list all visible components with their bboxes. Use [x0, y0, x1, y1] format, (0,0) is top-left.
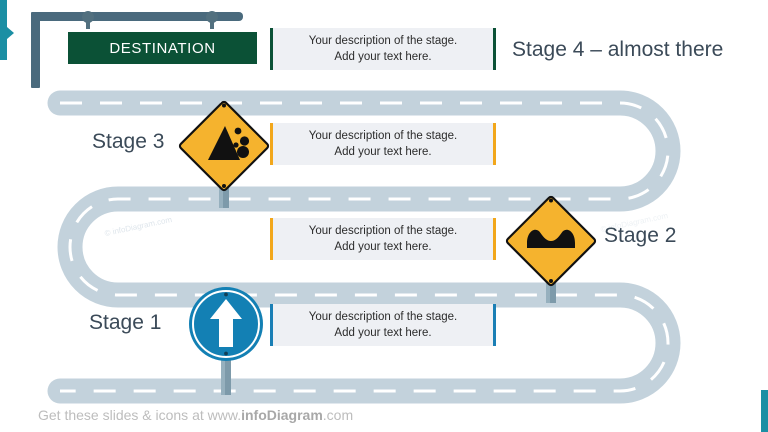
decor-bar-bottom-right — [761, 390, 768, 432]
stage-2-description: Your description of the stage. Add your … — [309, 223, 458, 256]
destination-gantry — [31, 11, 243, 88]
footer-brand: infoDiagram — [241, 407, 323, 423]
accent-bar-left — [270, 304, 273, 346]
destination-sign-border: DESTINATION — [67, 31, 258, 65]
stage-2-description-box[interactable]: Your description of the stage. Add your … — [270, 218, 496, 260]
stage-1-description-box[interactable]: Your description of the stage. Add your … — [270, 304, 496, 346]
stage-1-description: Your description of the stage. Add your … — [309, 309, 458, 342]
decor-bar-left-arrow — [7, 27, 14, 39]
accent-bar-right — [493, 28, 496, 70]
accent-bar-left — [270, 123, 273, 165]
accent-bar-right — [493, 123, 496, 165]
description-line-1: Your description of the stage. — [308, 310, 458, 323]
description-line-1: Your description of the stage. — [308, 129, 458, 142]
falling-rocks-sign[interactable] — [178, 98, 270, 208]
accent-bar-right — [493, 304, 496, 346]
stage-3-description: Your description of the stage. Add your … — [309, 128, 458, 161]
accent-bar-right — [493, 218, 496, 260]
stage-4-description: Your description of the stage. Add your … — [309, 33, 458, 66]
straight-ahead-arrow-sign[interactable] — [185, 285, 267, 395]
accent-bar-left — [270, 218, 273, 260]
stage-4-label: Stage 4 – almost there — [512, 38, 724, 61]
destination-sign-label: DESTINATION — [109, 39, 216, 57]
footer-prefix: Get these slides & icons at www. — [38, 407, 242, 423]
description-line-1: Your description of the stage. — [308, 34, 458, 47]
description-line-2: Add your text here. — [334, 327, 432, 339]
accent-bar-left — [270, 28, 273, 70]
description-line-2: Add your text here. — [334, 146, 432, 158]
footer-credit: Get these slides & icons at www.infoDiag… — [38, 407, 353, 423]
destination-sign[interactable]: DESTINATION — [65, 29, 260, 67]
bump-road-sign[interactable] — [505, 193, 597, 303]
stage-1-label: Stage 1 — [89, 311, 162, 334]
footer-suffix: .com — [322, 407, 354, 423]
stage-3-label: Stage 3 — [92, 130, 165, 153]
stage-2-label: Stage 2 — [604, 224, 677, 247]
decor-bar-left — [0, 0, 7, 60]
stage-3-description-box[interactable]: Your description of the stage. Add your … — [270, 123, 496, 165]
stage-4-description-box[interactable]: Your description of the stage. Add your … — [270, 28, 496, 70]
description-line-2: Add your text here. — [334, 241, 432, 253]
description-line-1: Your description of the stage. — [308, 224, 458, 237]
description-line-2: Add your text here. — [334, 51, 432, 63]
